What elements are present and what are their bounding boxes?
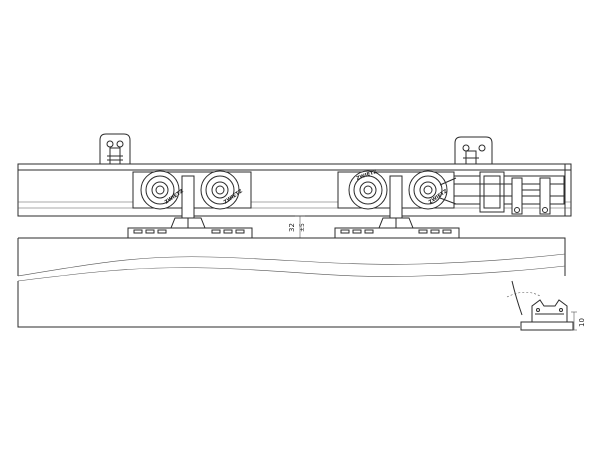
mounting-bracket-left	[99, 133, 131, 165]
roller-wheel: ZWIETZ	[408, 170, 449, 210]
floor-guide	[520, 299, 574, 331]
mounting-plate-right	[334, 227, 460, 239]
roller-wheel: ZWIETZ	[140, 170, 185, 210]
dimension-floor-clearance: 10	[571, 311, 586, 331]
mounting-plate-left	[127, 227, 253, 239]
roller-wheel: ZWIETZ	[348, 169, 388, 210]
dimension-floor-clearance-label: 10	[578, 318, 586, 327]
door-panel	[17, 237, 566, 328]
soft-close-damper	[439, 171, 565, 215]
mounting-bracket-right	[454, 136, 493, 165]
dimension-tolerance-label: ±5	[299, 223, 306, 232]
dimension-height-label: 32	[288, 223, 296, 232]
track-rail	[17, 163, 572, 217]
roller-trolley-right: ZWIETZ ZWIETZ	[337, 169, 455, 239]
dimension-clearance: 32 ±5	[288, 215, 306, 239]
roller-trolley-left: ZWIETZ ZWIETZ	[132, 170, 252, 239]
